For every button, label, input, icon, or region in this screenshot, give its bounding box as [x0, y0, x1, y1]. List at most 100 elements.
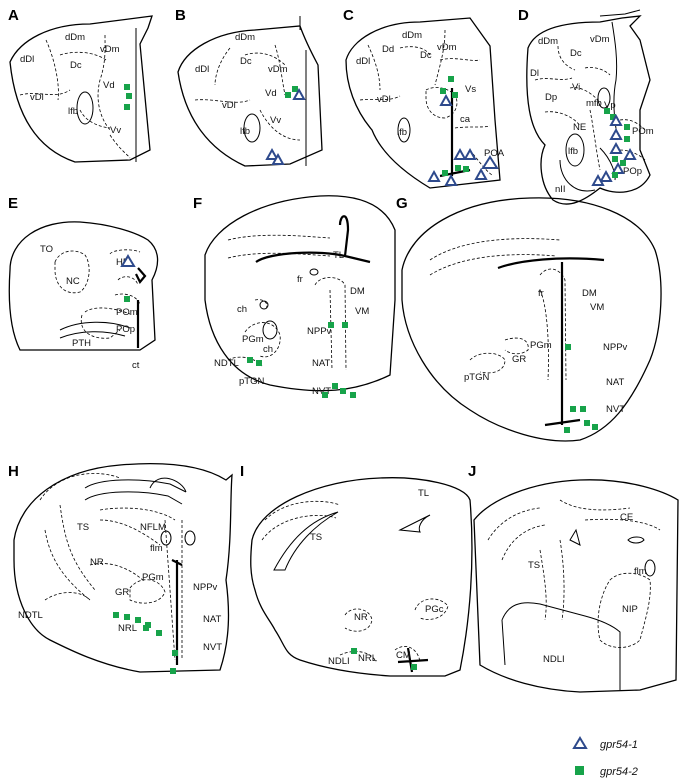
region-label: PGm — [142, 572, 164, 583]
region-label: dDm — [65, 32, 85, 43]
region-label: POp — [623, 166, 642, 177]
panel-label-d: D — [518, 7, 529, 24]
region-label: CE — [620, 512, 633, 523]
region-label: mfb — [586, 98, 602, 109]
region-label: Vs — [465, 84, 476, 95]
region-label: dDm — [402, 30, 422, 41]
region-label: NAT — [312, 358, 330, 369]
region-label: Dc — [420, 50, 432, 61]
panel-f: F TL fr DM VM ch PGm NPPv ch NDTL NAT pT… — [193, 195, 396, 398]
region-label: NVT — [312, 386, 331, 397]
region-label: Dc — [240, 56, 252, 67]
region-label: vDm — [590, 34, 610, 45]
region-label: NPPv — [193, 582, 218, 593]
region-label: vDl — [30, 92, 44, 103]
region-label: vDl — [222, 100, 236, 111]
region-label: NRL — [118, 623, 137, 634]
region-label: NDTL — [214, 358, 239, 369]
region-label: NAT — [203, 614, 221, 625]
region-label: NE — [573, 122, 586, 133]
panel-i: I TL TS NR PGc NDLI NRL CM — [240, 463, 473, 677]
panel-label-f: F — [193, 195, 202, 212]
region-label: ch — [237, 304, 247, 315]
region-label: NR — [354, 612, 368, 623]
region-label: fr — [297, 274, 303, 285]
region-label: pTGN — [239, 376, 264, 387]
region-label: PGm — [242, 334, 264, 345]
region-label: HB — [116, 257, 129, 268]
region-label: TO — [40, 244, 53, 255]
region-label: PGm — [530, 340, 552, 351]
region-label: NVT — [606, 404, 625, 415]
region-label: ch — [263, 344, 273, 355]
region-label: dDm — [538, 36, 558, 47]
region-label: Vi — [572, 82, 580, 93]
legend-label-gpr54-1: gpr54-1 — [600, 739, 638, 751]
region-label: vDm — [268, 64, 288, 75]
region-label: flm — [150, 543, 163, 554]
region-label: VM — [355, 306, 369, 317]
region-label: Dc — [570, 48, 582, 59]
region-label: GR — [115, 587, 129, 598]
region-label: Vp — [604, 100, 616, 111]
region-label: POm — [632, 126, 654, 137]
region-label: dDl — [195, 64, 209, 75]
region-label: PGc — [425, 604, 444, 615]
panel-label-b: B — [175, 7, 186, 24]
panel-e: E TO NC HB POm POp PTH ct — [8, 195, 159, 371]
region-label: lfb — [397, 127, 407, 138]
region-label: CM — [396, 650, 411, 661]
region-label: NPPv — [603, 342, 628, 353]
region-label: Vd — [103, 80, 115, 91]
panel-label-a: A — [8, 7, 19, 24]
region-label: Vv — [270, 115, 281, 126]
panel-g: G fr DM VM PGm GR NPPv pTGN NAT NVT — [396, 195, 662, 442]
legend-label-gpr54-2: gpr54-2 — [600, 766, 638, 778]
region-label: vDm — [437, 42, 457, 53]
region-label: NC — [66, 276, 80, 287]
region-label: vDl — [377, 94, 391, 105]
panel-b: B dDm dDl Dc vDm vDl Vd lfb Vv — [175, 7, 323, 167]
region-label: Dd — [382, 44, 394, 55]
legend-triangle-icon — [572, 736, 588, 749]
region-label: POm — [116, 307, 138, 318]
region-label: NRL — [358, 653, 377, 664]
region-label: NDTL — [18, 610, 43, 621]
region-label: pTGN — [464, 372, 489, 383]
region-label: NIP — [622, 604, 638, 615]
region-label: TS — [310, 532, 322, 543]
region-label: dDm — [235, 32, 255, 43]
region-label: TS — [528, 560, 540, 571]
panel-h: H TS NFLM flm NR PGm GR NPPv NDTL NRL NA… — [8, 463, 233, 674]
legend: gpr54-1 gpr54-2 — [572, 736, 638, 778]
region-label: DM — [350, 286, 365, 297]
region-label: Vv — [110, 125, 121, 136]
region-label: NDLI — [328, 656, 350, 667]
region-label: Dc — [70, 60, 82, 71]
panel-j: J CE TS flm NIP NDLI — [468, 463, 679, 693]
panel-label-g: G — [396, 195, 408, 212]
region-label: lfb — [568, 146, 578, 157]
region-label: TS — [77, 522, 89, 533]
region-label: flm — [634, 566, 647, 577]
region-label: NDLI — [543, 654, 565, 665]
region-label: dDl — [20, 54, 34, 65]
region-label: TL — [333, 250, 344, 261]
region-label: NAT — [606, 377, 624, 388]
region-label: Dp — [545, 92, 557, 103]
region-label: TL — [418, 488, 429, 499]
region-label: Vd — [265, 88, 277, 99]
panel-c: C dDm Dd Dc vDm dDl vDl Vs ca lfb POA — [343, 7, 505, 189]
region-label: POA — [484, 148, 505, 159]
region-label: NPPv — [307, 326, 332, 337]
panel-a: A dDm dDl Dc vDm vDl Vd lfb Vv — [8, 7, 153, 163]
region-label: NVT — [203, 642, 222, 653]
panel-label-c: C — [343, 7, 354, 24]
region-label: ca — [460, 114, 471, 125]
region-label: GR — [512, 354, 526, 365]
region-label: Dl — [530, 68, 539, 79]
region-label: VM — [590, 302, 604, 313]
region-label: NFLM — [140, 522, 166, 533]
panel-d: D dDm vDm Dc Dl Vi Dp mfb Vp NE POm lfb … — [518, 7, 654, 205]
region-label: nII — [555, 184, 566, 195]
